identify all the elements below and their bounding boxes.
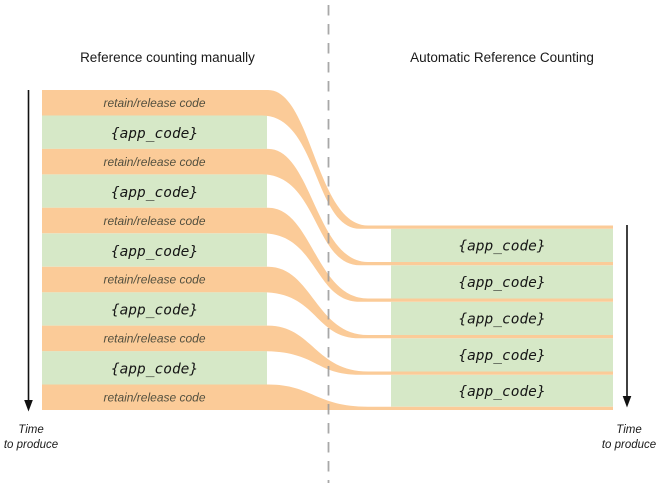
app-code-label: {app_code} [111,126,198,142]
app-code-label: {app_code} [111,244,198,260]
app-code-label: {app_code} [111,303,198,319]
retain-release-label: retain/release code [103,96,205,110]
app-code-label: {app_code} [458,239,545,255]
time-axis-label: Time [616,424,641,436]
retain-release-ribbons [42,90,613,410]
app-code-bar [42,115,267,149]
app-code-label: {app_code} [458,312,545,328]
retain-release-ribbon [42,207,613,302]
right-column-labels: {app_code} {app_code} {app_code} {app_co… [458,239,545,401]
right-app-code-bars [391,228,613,407]
app-code-label: {app_code} [111,362,198,378]
arrow-down-icon [622,396,632,408]
app-code-bar [42,233,267,267]
app-code-label: {app_code} [458,384,545,400]
retain-release-ribbon [42,266,613,339]
time-axis-label: to produce [4,439,58,451]
right-time-axis: Time to produce [602,225,656,451]
time-axis-label: Time [18,424,43,436]
app-code-bar [42,351,267,385]
retain-release-ribbon [42,90,613,229]
app-code-bar [391,374,613,407]
app-code-bar [391,338,613,372]
app-code-bar [391,228,613,262]
retain-release-label: retain/release code [103,332,205,346]
app-code-label: {app_code} [458,348,545,364]
retain-release-label: retain/release code [103,273,205,287]
app-code-bar [391,265,613,299]
retain-release-label: retain/release code [103,155,205,169]
retain-release-label: retain/release code [103,391,205,405]
time-axis-label: to produce [602,439,656,451]
app-code-label: {app_code} [458,275,545,291]
left-section-title: Reference counting manually [80,50,255,65]
app-code-bar [42,174,267,208]
retain-release-ribbon [42,325,613,375]
left-app-code-bars [42,115,267,385]
arrow-down-icon [24,400,33,412]
left-column-labels: retain/release code {app_code} retain/re… [103,96,205,405]
retain-release-ribbon [42,148,613,266]
retain-release-ribbon [42,384,613,410]
right-section-title: Automatic Reference Counting [410,50,594,65]
app-code-bar [391,301,613,335]
left-time-axis: Time to produce [4,90,58,451]
retain-release-label: retain/release code [103,214,205,228]
app-code-bar [42,292,267,326]
app-code-label: {app_code} [111,185,198,201]
